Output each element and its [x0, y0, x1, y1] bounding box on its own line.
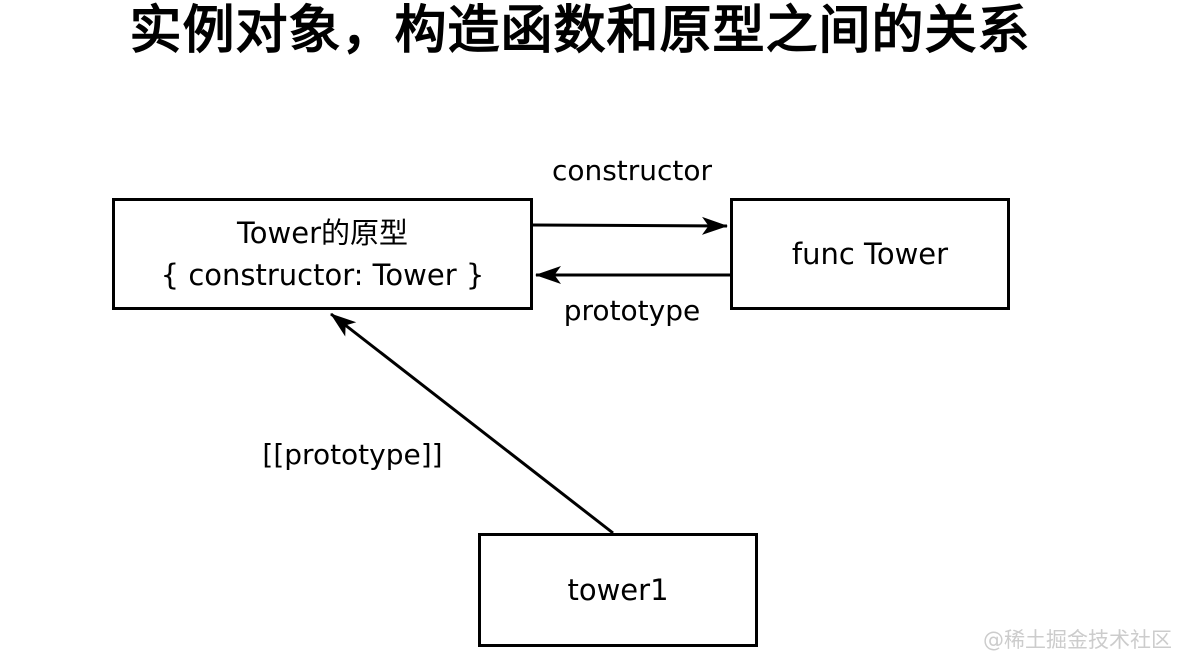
constructor-arrow: [532, 216, 728, 235]
instance-node-label: tower1: [567, 573, 669, 607]
watermark: @稀土掘金技术社区: [983, 628, 1172, 652]
prototype-node: Tower的原型 { constructor: Tower }: [112, 198, 533, 310]
prototype-node-title: Tower的原型: [236, 216, 408, 250]
page-title: 实例对象，构造函数和原型之间的关系: [129, 2, 1031, 60]
constructor-edge-label: constructor: [551, 154, 713, 187]
proto-link-edge-label: [[prototype]]: [262, 438, 443, 471]
proto-link-arrow: [330, 312, 614, 535]
prototype-edge-label: prototype: [563, 294, 701, 327]
constructor-node-label: func Tower: [791, 237, 949, 271]
prototype-node-body: { constructor: Tower }: [160, 258, 485, 292]
instance-node: tower1: [478, 533, 758, 647]
constructor-node: func Tower: [730, 198, 1010, 310]
